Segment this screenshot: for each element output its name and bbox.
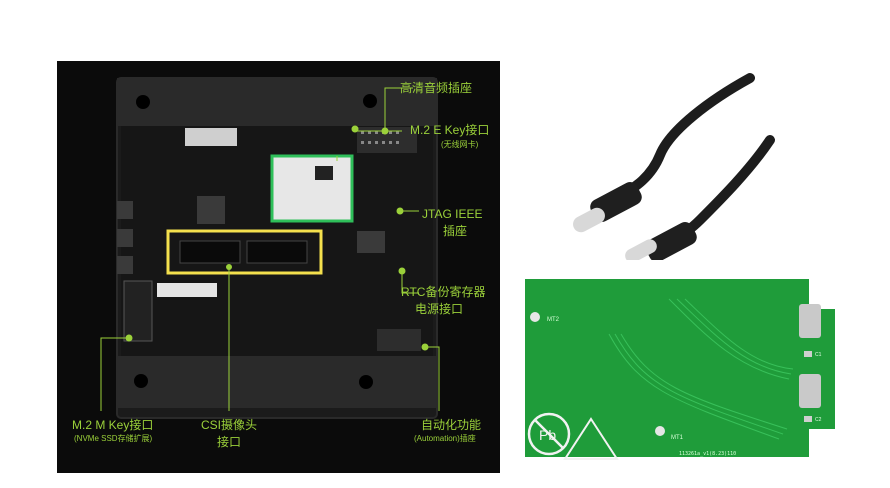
adapter-pcb: MT2 MT1 C1 C2 Pb 113261a_v1(8.23)110 <box>525 279 835 460</box>
lead-free-symbol <box>527 412 571 456</box>
callout-csi-1: CSI摄像头 <box>200 418 257 432</box>
usb-c-port-2 <box>799 374 821 408</box>
m2-m-key-slot <box>123 280 153 342</box>
csi-connector-2 <box>246 240 308 264</box>
esd-warning-icon <box>563 417 619 460</box>
mount-hole-tr <box>363 94 377 108</box>
side-port-2 <box>117 229 133 247</box>
callout-m2e-sub: (无线网卡) <box>441 140 479 149</box>
carrier-board-illustration <box>100 77 440 419</box>
qr-code <box>315 166 333 180</box>
pcb-label-c2: C2 <box>815 417 822 423</box>
cap-c2 <box>804 416 812 422</box>
usb-c-port-1 <box>799 304 821 338</box>
csi-connector-1 <box>179 240 241 264</box>
hdmi-connector <box>185 128 237 146</box>
callout-hdmi: 高清音频插座 <box>400 81 473 95</box>
side-port-1 <box>117 201 133 219</box>
automation-header <box>377 329 421 351</box>
pcb-label-mt1: MT1 <box>671 435 684 441</box>
mount-hole-tl <box>136 95 150 109</box>
pcb-board <box>525 279 835 457</box>
mount-hole-br <box>359 375 373 389</box>
m2-e-key-module <box>270 154 354 223</box>
label-sticker <box>157 283 217 297</box>
side-port-3 <box>117 256 133 274</box>
chip-small <box>197 196 225 224</box>
leader-lines <box>100 87 440 411</box>
mount-hole-bl <box>134 374 148 388</box>
pcb-traces <box>608 298 794 440</box>
top-heatsink-bar <box>117 78 437 126</box>
mount-hole-mt1 <box>655 426 665 436</box>
callout-rtc-2: 电源接口 <box>415 302 464 316</box>
csi-highlight-box <box>166 229 323 275</box>
inductor <box>357 231 385 253</box>
bottom-heatsink-bar <box>117 356 437 408</box>
cap-c1 <box>804 351 812 357</box>
callout-m2e-title: M.2 E Key接口 <box>410 123 490 137</box>
callout-csi-2: 接口 <box>216 435 241 449</box>
callout-jtag-2: 插座 <box>443 224 468 238</box>
mount-hole-mt2 <box>530 312 540 322</box>
pcb-revision: 113261a_v1(8.23)110 <box>679 451 736 457</box>
product-panel: 高清音频插座 M.2 E Key接口 (无线网卡) JTAG IEEE 插座 R… <box>57 61 500 473</box>
pcb-label-mt2: MT2 <box>547 317 560 323</box>
usb-c-plug-2 <box>625 222 697 260</box>
usb-c-plug-1 <box>573 182 642 233</box>
callout-auto-sub: (Automation)插座 <box>414 434 476 443</box>
callout-jtag-1: JTAG IEEE <box>422 207 483 221</box>
pcb-label-c1: C1 <box>815 352 822 358</box>
lead-free-text: Pb <box>539 427 556 443</box>
callout-m2m-sub: (NVMe SSD存储扩展) <box>74 434 153 443</box>
cable-wire-1 <box>610 73 755 205</box>
usb-c-cable <box>573 73 775 260</box>
callout-m2m-title: M.2 M Key接口 <box>72 418 154 432</box>
callout-rtc-1: RTC备份寄存器 <box>401 285 486 299</box>
callout-auto-title: 自动化功能 <box>421 418 482 432</box>
